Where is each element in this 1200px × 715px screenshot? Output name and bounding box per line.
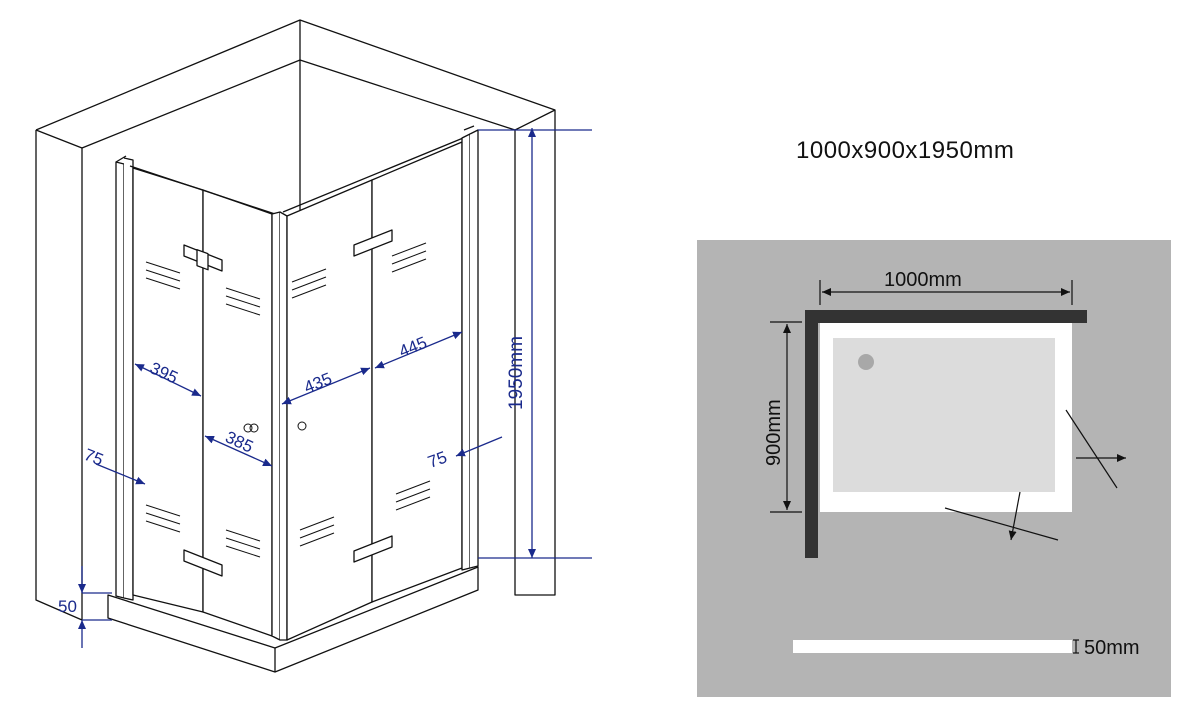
plan-tray-thickness-bar [793,640,1072,653]
plan-wall-back [805,310,1087,323]
label-tray-height: 50 [58,597,77,616]
corner-post [271,211,288,641]
dim-line-75-right [455,436,503,457]
shower-tray [107,566,479,673]
label-tray-thickness: 50mm [1084,637,1140,659]
room-walls [35,19,556,621]
dim-line-75-left [95,463,146,485]
left-wall-profile [115,155,134,601]
right-wall-profile [461,125,479,571]
plan-view: 1000mm 900mm 50mm [697,240,1171,697]
isometric-dimensions [78,128,592,648]
dim-line-385 [204,435,273,467]
door-knobs [243,421,307,433]
dim-line-395 [134,363,202,397]
label-height: 1950mm [506,336,527,410]
frosted-stripes [145,242,431,558]
plan-drain-icon [858,354,874,370]
dim-line-445 [374,331,463,369]
label-width: 1000mm [884,269,962,291]
label-depth: 900mm [763,399,785,466]
product-dimensions-title: 1000x900x1950mm [796,137,1014,164]
plan-wall-left [805,310,818,558]
dim-line-435 [281,367,371,405]
isometric-view [35,19,556,673]
hinges [183,229,393,577]
right-folding-door [282,135,469,641]
